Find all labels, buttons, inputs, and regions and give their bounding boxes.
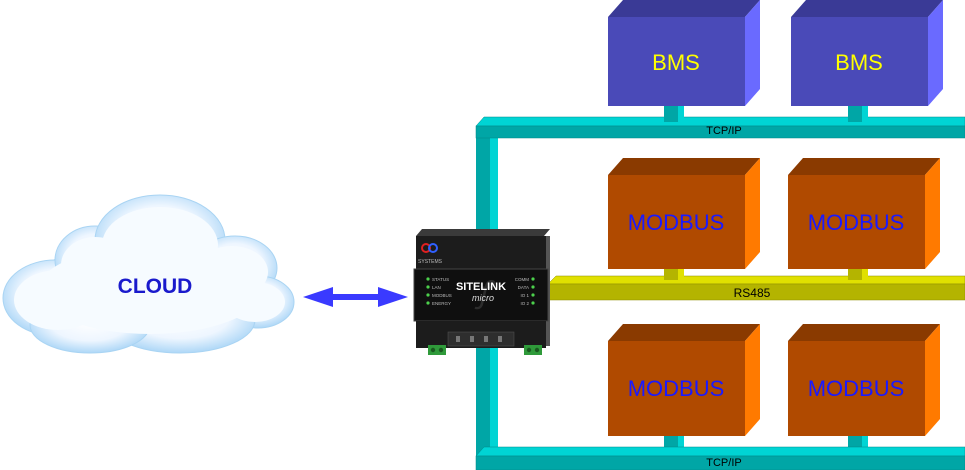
device-model: micro [472,293,494,303]
led-label: IO 1 [520,293,529,298]
bms-label: BMS [835,50,883,75]
modbus-label: MODBUS [808,210,905,235]
bms-label: BMS [652,50,700,75]
modbus-label: MODBUS [628,376,725,401]
double-arrow-icon [303,287,408,307]
tcp-top-label: TCP/IP [706,125,741,137]
modbus-label: MODBUS [808,376,905,401]
rs485-bus: RS485 [547,275,965,301]
sitelink-logo-icon [421,243,438,253]
status-leds-left: STATUS LAN MODBUS ENERGY [426,277,452,306]
status-leds-right: COMM DATA IO 1 IO 2 [515,277,535,306]
tcp-bottom-label: TCP/IP [706,457,741,469]
bms-box-1: BMS [608,0,760,106]
cloud-label: CLOUD [118,275,193,298]
modbus-rs485-connectors [664,266,868,280]
maker-label: SYSTEMS [418,259,443,265]
bms-connectors [664,104,868,122]
bms-box-2: BMS [791,0,943,106]
modbus-box-3: MODBUS [608,324,760,436]
terminal-strip [447,331,515,347]
cloud: CLOUD [2,194,295,354]
led-label: ENERGY [432,301,451,306]
modbus-box-4: MODBUS [788,324,940,436]
terminal-connector-right [524,345,542,355]
led-label: LAN [432,285,441,290]
modbus-box-1: MODBUS [608,158,760,269]
led-label: COMM [515,277,529,282]
tcp-bus-top: TCP/IP [475,116,965,139]
sitelink-device: SYSTEMS SITELINK micro ꝭ STATUS LAN MODB… [413,229,550,355]
rs485-label: RS485 [734,286,771,300]
modbus-box-2: MODBUS [788,158,940,269]
terminal-connector-left [428,345,446,355]
led-label: IO 2 [520,301,529,306]
tcp-bus-bottom: TCP/IP [475,432,965,470]
led-label: MODBUS [432,293,452,298]
logo-watermark-icon: ꝭ [474,276,496,310]
led-label: DATA [518,285,529,290]
led-label: STATUS [432,277,449,282]
modbus-label: MODBUS [628,210,725,235]
device-brand: SITELINK [456,281,506,293]
